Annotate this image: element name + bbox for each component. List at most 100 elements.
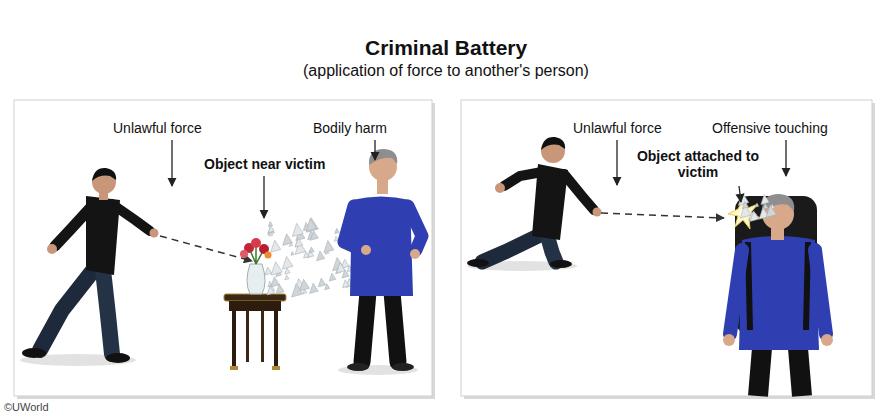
glass-shards <box>295 238 303 247</box>
panel-left <box>14 100 435 399</box>
table <box>261 310 264 362</box>
thrower-left <box>20 168 159 366</box>
victim-right <box>723 334 735 346</box>
glass-shards <box>329 273 336 281</box>
thrower-left <box>92 168 116 181</box>
glass-shards <box>285 268 290 274</box>
victim-left <box>392 363 414 371</box>
callout-label: Offensive touching <box>712 120 828 136</box>
glass-shards <box>306 218 318 232</box>
glass-shards <box>271 240 281 252</box>
impact-burst <box>728 198 760 229</box>
victim-left <box>338 149 422 375</box>
throw-path <box>160 236 252 261</box>
glass-shards <box>766 205 776 217</box>
thrower-left <box>150 229 159 238</box>
copyright-watermark: ©UWorld <box>4 401 49 414</box>
leader-arrows <box>171 140 172 186</box>
leader-arrows <box>263 176 264 218</box>
glass-shards <box>738 193 776 221</box>
glass-shards <box>324 241 334 253</box>
glass-shards <box>335 228 339 233</box>
glass-shards <box>265 267 272 275</box>
victim-left <box>410 249 420 259</box>
thrower-right <box>482 236 538 262</box>
victim-right <box>723 194 833 396</box>
glass-shards <box>285 275 289 280</box>
thrower-right <box>504 172 542 186</box>
leader-arrows <box>616 140 617 185</box>
victim-right <box>739 236 819 350</box>
victim-left <box>344 206 362 250</box>
thrower-left <box>112 204 150 231</box>
thrower-left <box>47 244 57 254</box>
glass-shards <box>300 279 310 291</box>
victim-left <box>362 292 368 362</box>
thrower-right <box>467 259 489 267</box>
glass-shards <box>750 211 759 222</box>
glass-shards <box>306 219 317 232</box>
glass-shards <box>343 280 350 288</box>
table <box>232 310 236 368</box>
panel-right <box>461 100 875 399</box>
table <box>274 310 278 368</box>
leader-arrows <box>172 140 786 218</box>
vase-flowers <box>251 238 261 248</box>
glass-shards <box>268 225 274 232</box>
thrower-right <box>495 183 505 193</box>
glass-shards <box>310 231 318 241</box>
glass-shards <box>271 262 282 275</box>
vase-flowers <box>240 250 248 258</box>
glass-shards <box>317 251 325 261</box>
thrower-left <box>40 268 95 350</box>
thrower-right <box>548 238 556 262</box>
vase-flowers <box>247 264 265 294</box>
glass-shards <box>337 263 346 273</box>
glass-shards <box>282 256 293 269</box>
table <box>224 294 286 301</box>
victim-right <box>815 250 826 334</box>
victim-right <box>758 348 762 396</box>
thrower-right <box>467 137 602 271</box>
glass-shards <box>756 203 759 207</box>
panel-right <box>461 100 872 396</box>
vase-flowers <box>240 238 272 294</box>
glass-shards <box>304 252 310 259</box>
thrower-left <box>106 353 130 363</box>
table <box>272 366 280 370</box>
callout-label: Unlawful force <box>113 120 202 136</box>
callout-label: Unlawful force <box>573 120 662 136</box>
victim-left <box>392 292 398 362</box>
glass-shards <box>742 202 748 209</box>
victim-right <box>730 250 742 334</box>
victim-left <box>369 149 397 165</box>
glass-shards <box>309 247 314 253</box>
throw-path <box>601 213 724 218</box>
table <box>229 301 281 311</box>
thrower-left <box>103 270 112 354</box>
glass-shards <box>310 283 319 293</box>
leader-arrows <box>785 140 786 176</box>
leader-arrows <box>374 140 375 160</box>
victim-right <box>821 334 833 346</box>
vase-flowers <box>265 252 272 259</box>
leader-arrows <box>739 186 741 202</box>
impact-burst <box>728 198 760 229</box>
glass-shards <box>290 243 293 247</box>
thrower-right <box>550 260 572 268</box>
callout-label: Object near victim <box>204 156 325 172</box>
thrower-right <box>541 137 565 150</box>
victim-right <box>748 242 808 330</box>
thrower-left <box>22 348 46 358</box>
subtitle: (application of force to another's perso… <box>303 62 589 80</box>
victim-left <box>408 206 422 250</box>
glass-shards <box>271 277 280 287</box>
glass-shards <box>291 252 294 256</box>
glass-shards <box>292 223 303 236</box>
thrower-right <box>564 174 594 210</box>
table <box>230 366 238 370</box>
diagram-title: Criminal Battery <box>365 36 527 60</box>
callout-label: Bodily harm <box>313 120 387 136</box>
thrower-left <box>55 206 92 246</box>
glass-shards <box>318 278 325 287</box>
